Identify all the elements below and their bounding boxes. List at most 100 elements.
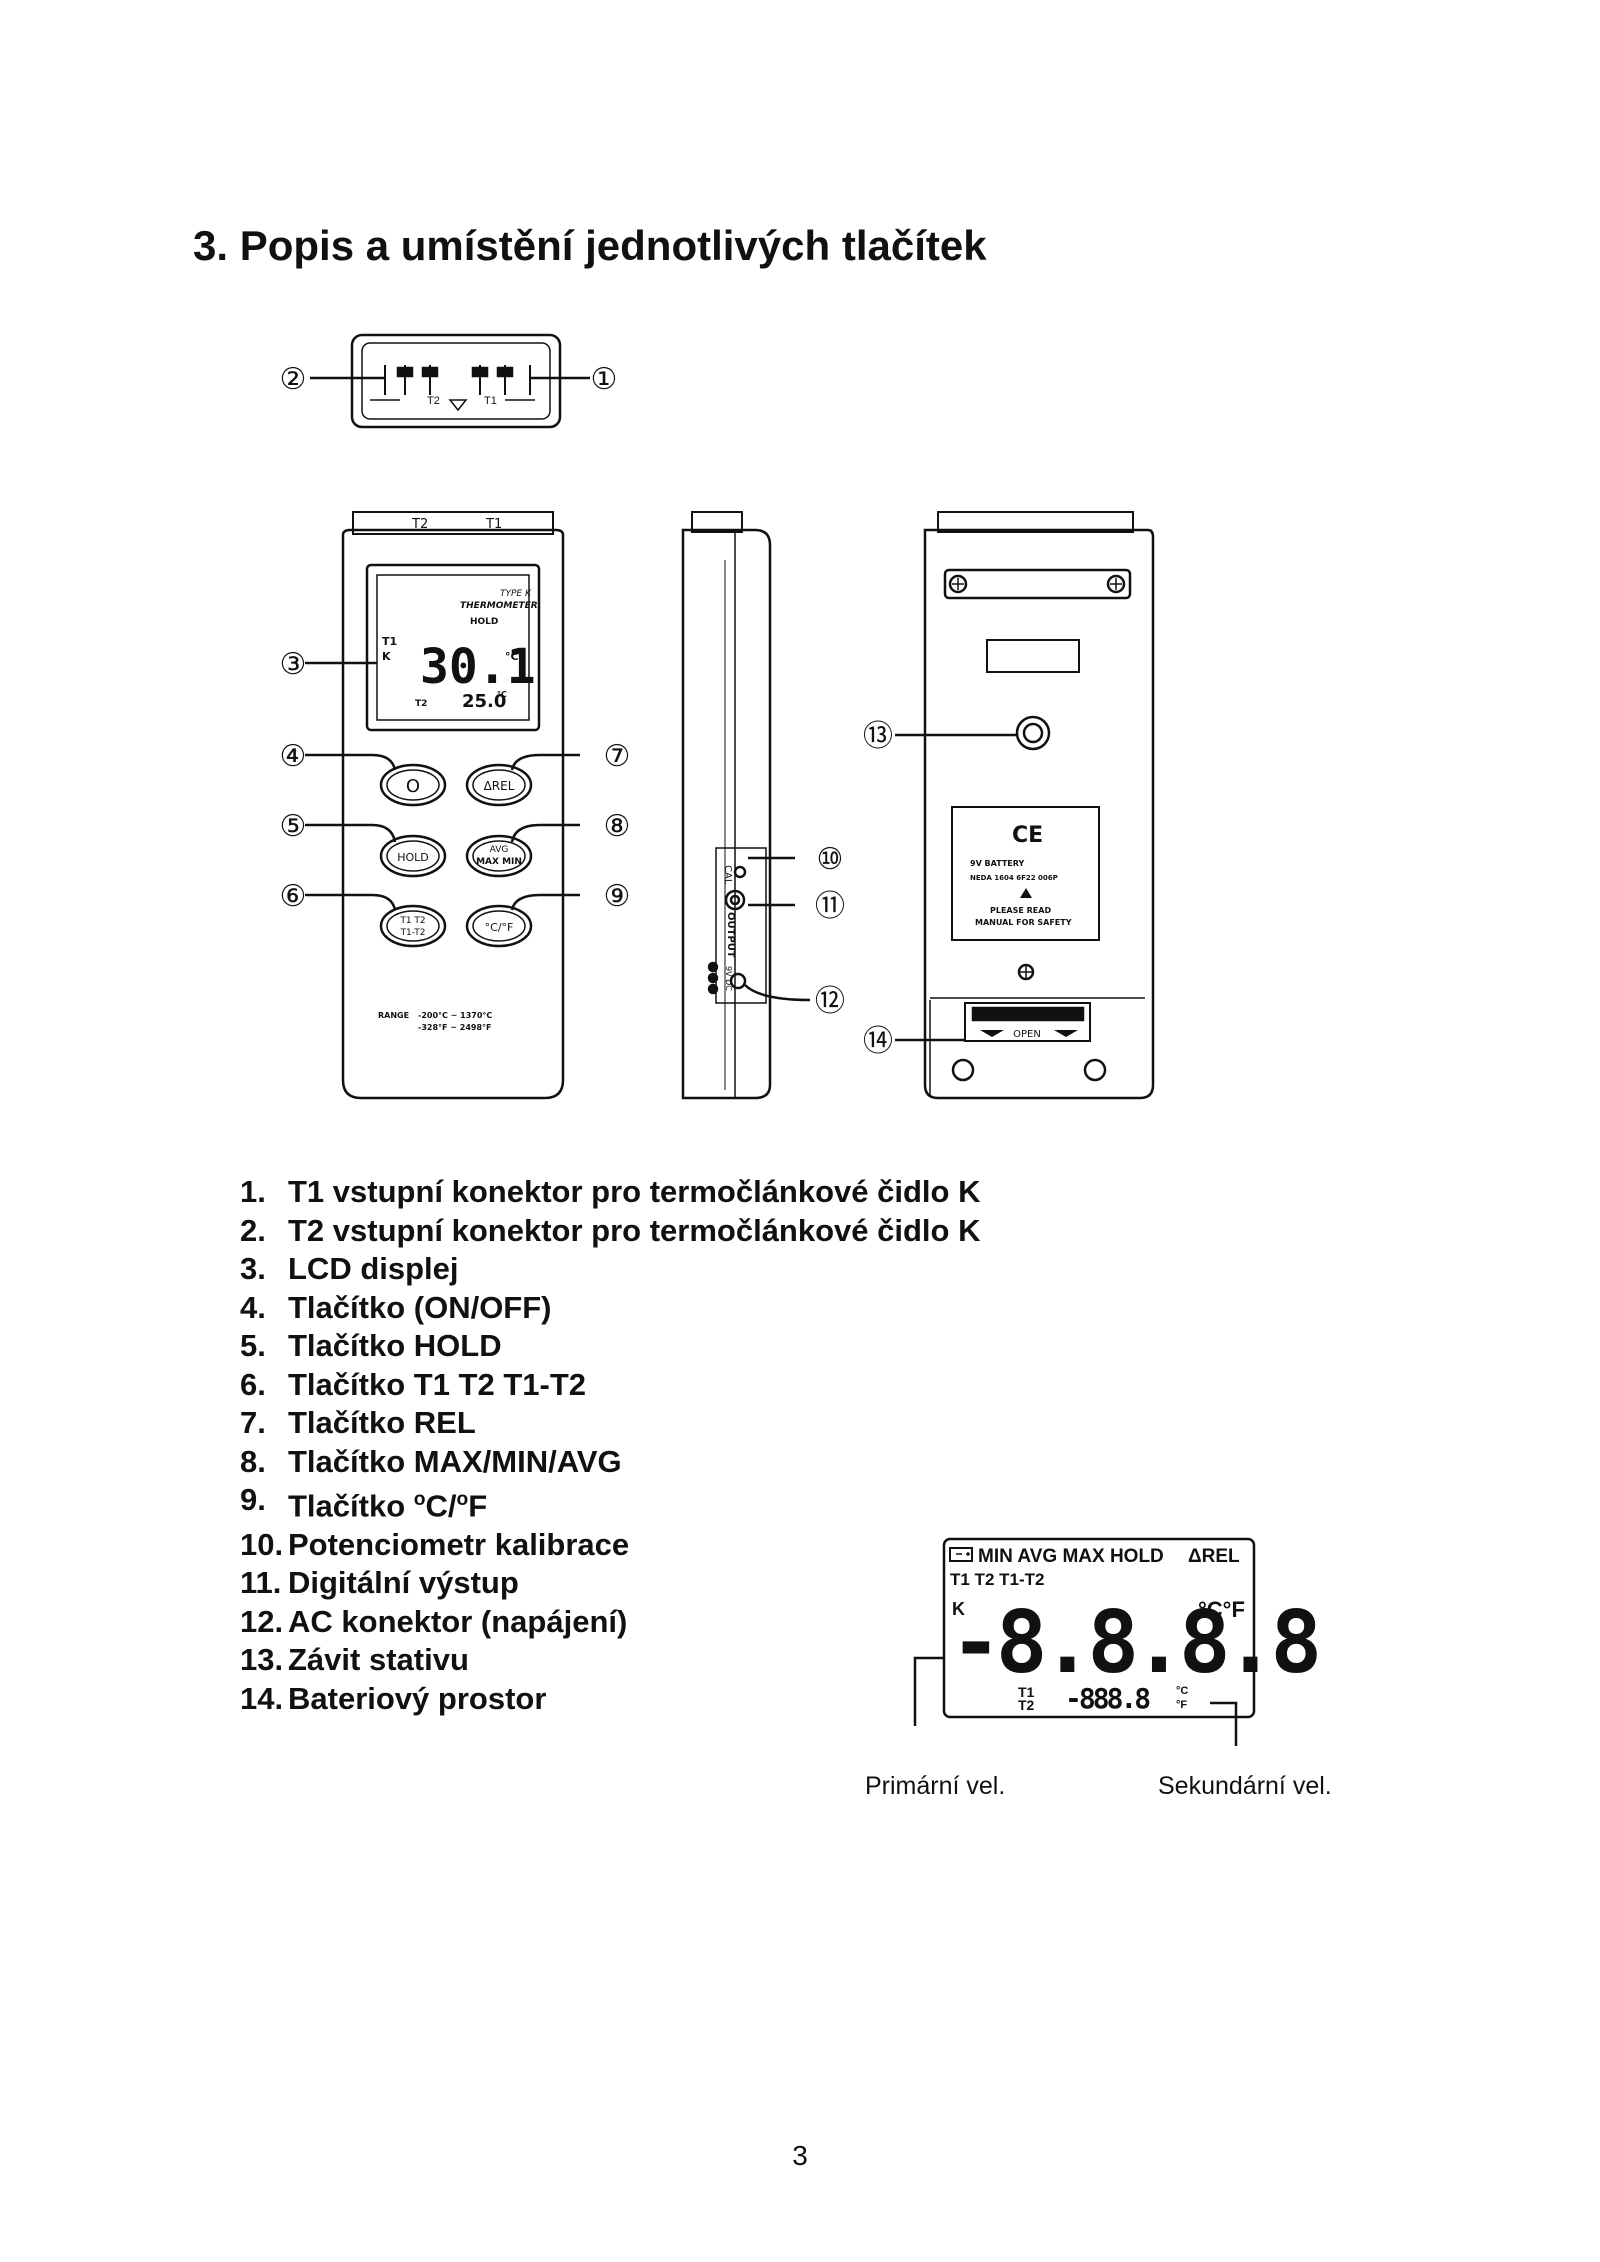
legend-item: 12.AC konektor (napájení) xyxy=(240,1603,980,1642)
legend-text: Potenciometr kalibrace xyxy=(288,1526,630,1562)
avg-button-bottom: MAX MIN xyxy=(476,857,522,867)
callout-6: ⑥ xyxy=(280,879,307,914)
page-heading: 3. Popis a umístění jednotlivých tlačíte… xyxy=(193,222,987,269)
legend-num: 2. xyxy=(240,1212,266,1248)
legend-text: T2 vstupní konektor pro termočlánkové či… xyxy=(288,1212,981,1248)
legend-text: Tlačítko HOLD xyxy=(288,1328,502,1363)
panel-secondary-f: °F xyxy=(1176,1699,1187,1711)
panel-primary-unit: °C°F xyxy=(1198,1597,1245,1622)
side-view xyxy=(681,511,772,1100)
range-label: RANGE xyxy=(378,1011,409,1020)
legend-item: 14.Bateriový prostor xyxy=(240,1680,980,1719)
legend-item: 5. Tlačítko HOLD xyxy=(240,1327,980,1366)
lcd-segment-panel: MIN AVG MAX HOLD ΔREL T1 T2 T1-T2 K -8.8… xyxy=(913,1537,1323,1746)
back-ce-mark: CE xyxy=(1012,823,1043,848)
legend-text: Závit stativu xyxy=(288,1642,469,1678)
legend-text: T1 vstupní konektor pro termočlánkové či… xyxy=(288,1174,981,1209)
back-open-label: OPEN xyxy=(1013,1029,1041,1040)
panel-top-row: MIN AVG MAX HOLD xyxy=(978,1546,1164,1567)
legend-text: Tlačítko (ON/OFF) xyxy=(288,1289,552,1325)
lcd-t1: T1 xyxy=(382,635,397,648)
page-number: 3 xyxy=(792,2140,808,2171)
callout-2: ② xyxy=(280,362,307,397)
caption-secondary: Sekundární vel. xyxy=(1158,1772,1332,1800)
top-t1-label: T1 xyxy=(484,395,497,407)
legend-item: 3.LCD displej xyxy=(240,1250,980,1289)
legend-text: Tlačítko MAX/MIN/AVG xyxy=(288,1443,622,1479)
callout-9: ⑨ xyxy=(604,879,631,914)
hold-button-label: HOLD xyxy=(397,851,429,864)
legend-num: 12. xyxy=(240,1603,284,1639)
legend-num: 10. xyxy=(240,1526,284,1562)
legend-text-part: C/ xyxy=(425,1488,457,1524)
legend-item: 4.Tlačítko (ON/OFF) xyxy=(240,1289,980,1328)
legend-text: Bateriový prostor xyxy=(288,1680,547,1716)
legend-num: 11. xyxy=(240,1565,282,1601)
degree-mark: o xyxy=(456,1489,469,1510)
back-view xyxy=(923,511,1155,1100)
legend-item: 11.Digitální výstup xyxy=(240,1564,980,1603)
legend-num: 8. xyxy=(240,1443,266,1479)
top-t2-label: T2 xyxy=(427,395,440,407)
lcd-hold: HOLD xyxy=(470,617,498,627)
legend-item: 8. Tlačítko MAX/MIN/AVG xyxy=(240,1443,980,1482)
lcd-sub-value: 25.0 xyxy=(462,691,506,712)
callout-3: ③ xyxy=(280,647,307,682)
callout-12: ⑫ xyxy=(815,984,845,1019)
lcd-k: K xyxy=(382,650,391,663)
legend-item: 9.Tlačítko oC/oF xyxy=(240,1481,980,1526)
top-connector-view xyxy=(350,333,562,429)
t1t2-button-bottom: T1-T2 xyxy=(400,928,426,938)
legend-text-part: Tlačítko xyxy=(288,1488,414,1524)
panel-t1: T1 xyxy=(1018,1684,1035,1700)
legend-text: Tlačítko oC/oF xyxy=(288,1481,487,1526)
legend-num: 1. xyxy=(240,1174,266,1209)
callout-7: ⑦ xyxy=(604,739,631,774)
legend-num: 7. xyxy=(240,1405,266,1440)
back-neda: NEDA 1604 6F22 006P xyxy=(970,874,1058,882)
callout-13: ⑬ xyxy=(863,719,893,754)
back-battery: 9V BATTERY xyxy=(970,859,1024,868)
front-t1-label: T1 xyxy=(485,517,502,532)
callout-14: ⑭ xyxy=(863,1024,893,1059)
lcd-main-value: 30.1 xyxy=(420,639,536,695)
legend-text: Tlačítko T1 T2 T1-T2 xyxy=(288,1366,587,1402)
legend-num: 6. xyxy=(240,1366,266,1402)
panel-secondary-digits: -888.8 xyxy=(1065,1682,1150,1715)
callout-5: ⑤ xyxy=(280,809,307,844)
legend-text: AC konektor (napájení) xyxy=(288,1603,628,1639)
range-line-1: -200°C ~ 1370°C xyxy=(418,1011,492,1020)
legend-text: LCD displej xyxy=(288,1251,459,1286)
legend-num: 13. xyxy=(240,1642,284,1678)
lcd-type-line: TYPE K xyxy=(500,589,532,599)
callout-4: ④ xyxy=(280,739,307,774)
panel-mode-row: T1 T2 T1-T2 xyxy=(950,1570,1044,1589)
legend-list: 1. T1 vstupní konektor pro termočlánkové … xyxy=(240,1173,980,1718)
legend-num: 5. xyxy=(240,1328,266,1363)
callout-8: ⑧ xyxy=(604,809,631,844)
callout-1: ① xyxy=(591,362,618,397)
rel-button-label: ΔREL xyxy=(484,779,515,793)
back-please-read: PLEASE READ xyxy=(990,906,1051,915)
legend-item: 13.Závit stativu xyxy=(240,1641,980,1680)
legend-item: 2. T2 vstupní konektor pro termočlánkové … xyxy=(240,1212,980,1251)
lcd-main-unit: °C xyxy=(505,650,519,663)
legend-num: 14. xyxy=(240,1680,284,1716)
power-button-label: O xyxy=(406,776,420,797)
side-cal: CAL xyxy=(722,865,733,885)
panel-k: K xyxy=(952,1599,965,1619)
caption-primary: Primární vel. xyxy=(865,1772,1006,1800)
side-dc: 9V DC xyxy=(724,966,733,991)
unit-button-label: °C/°F xyxy=(485,921,514,934)
lcd-model-line: THERMOMETER xyxy=(460,601,538,611)
front-view xyxy=(341,511,565,1100)
degree-mark: o xyxy=(413,1489,426,1510)
lcd-sub-unit: °C xyxy=(497,690,507,699)
range-line-2: -328°F ~ 2498°F xyxy=(418,1023,492,1032)
callout-11: ⑪ xyxy=(815,889,845,924)
side-output: OUTPUT xyxy=(725,912,736,958)
legend-text: Tlačítko REL xyxy=(288,1405,476,1440)
legend-item: 6. Tlačítko T1 T2 T1-T2 xyxy=(240,1366,980,1405)
legend-item: 1. T1 vstupní konektor pro termočlánkové … xyxy=(240,1173,980,1212)
